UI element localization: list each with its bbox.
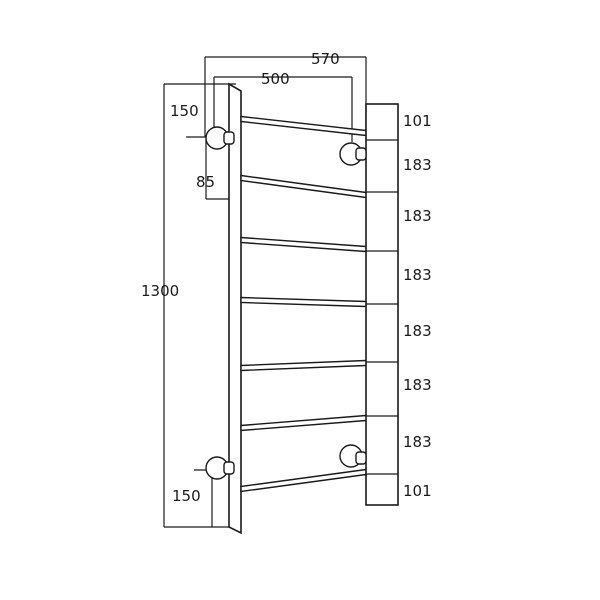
mount-top-left xyxy=(205,126,235,150)
mount-bottom-left xyxy=(205,456,235,480)
side-segments xyxy=(366,139,398,475)
side-panel xyxy=(365,103,399,506)
segment-labels: 101 183 183 183 183 183 183 101 xyxy=(403,112,432,500)
rails xyxy=(240,115,370,493)
rail-4 xyxy=(240,296,370,308)
mount-bottom-right xyxy=(339,444,367,468)
rail-7 xyxy=(240,468,370,493)
top-offset-label: 150 xyxy=(170,102,199,120)
rail-5 xyxy=(240,359,370,372)
bracket-offset-label: 85 xyxy=(196,173,215,191)
rail-2 xyxy=(240,174,370,199)
segment-label: 183 xyxy=(403,433,432,451)
rail-3 xyxy=(240,236,370,253)
inner-width-label: 500 xyxy=(261,70,290,88)
rail-1 xyxy=(240,115,370,137)
segment-label: 183 xyxy=(403,266,432,284)
height-dimension: 1300 xyxy=(141,83,236,528)
segment-label: 101 xyxy=(403,482,432,500)
outer-width-label: 570 xyxy=(311,50,340,68)
segment-label: 183 xyxy=(403,322,432,340)
segment-label: 183 xyxy=(403,376,432,394)
mount-top-right xyxy=(339,142,367,166)
segment-label: 183 xyxy=(403,207,432,225)
segment-label: 183 xyxy=(403,156,432,174)
total-height-label: 1300 xyxy=(141,282,179,300)
bottom-offset-label: 150 xyxy=(172,487,201,505)
wall-panel xyxy=(228,82,242,535)
outer-width-dimension: 570 xyxy=(204,50,367,140)
segment-label: 101 xyxy=(403,112,432,130)
rail-6 xyxy=(240,414,370,432)
